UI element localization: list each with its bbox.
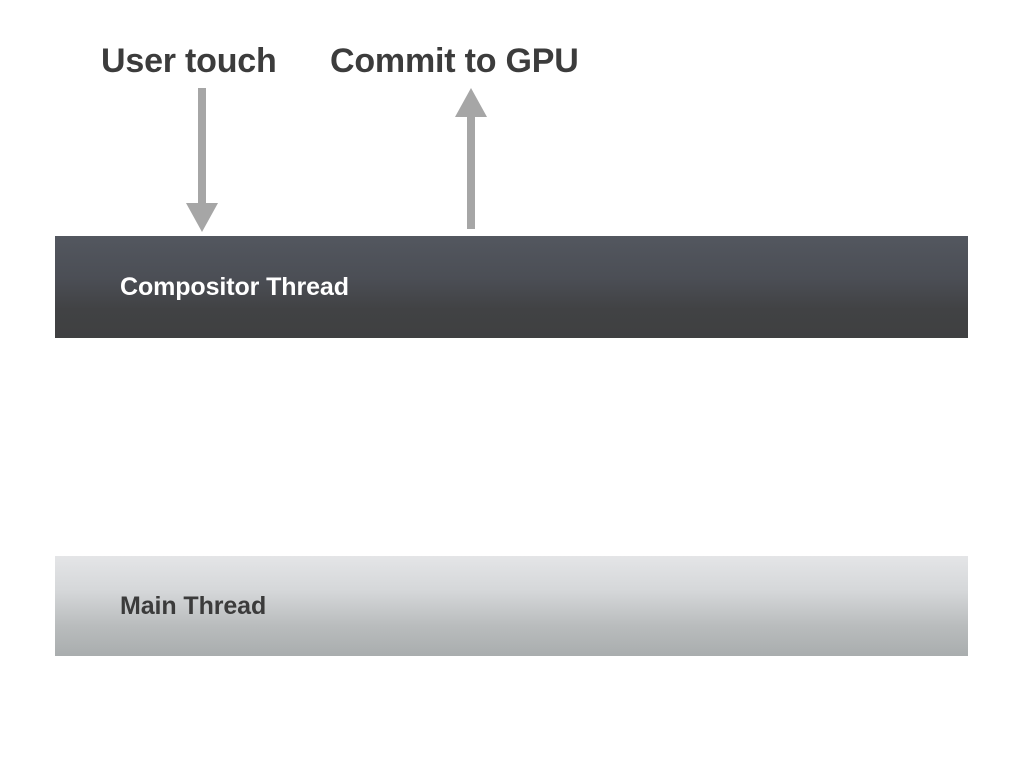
annotation-label-user-touch: User touch: [101, 42, 277, 80]
arrow-up-icon-commit-to-gpu: [455, 88, 487, 229]
thread-bar-label-compositor-thread: Compositor Thread: [120, 272, 349, 301]
annotation-label-commit-to-gpu: Commit to GPU: [330, 42, 579, 80]
arrow-down-icon-user-touch: [186, 88, 218, 232]
thread-bar-compositor-thread: Compositor Thread: [55, 236, 968, 338]
thread-bar-label-main-thread: Main Thread: [120, 591, 267, 620]
thread-bar-main-thread: Main Thread: [55, 556, 968, 656]
